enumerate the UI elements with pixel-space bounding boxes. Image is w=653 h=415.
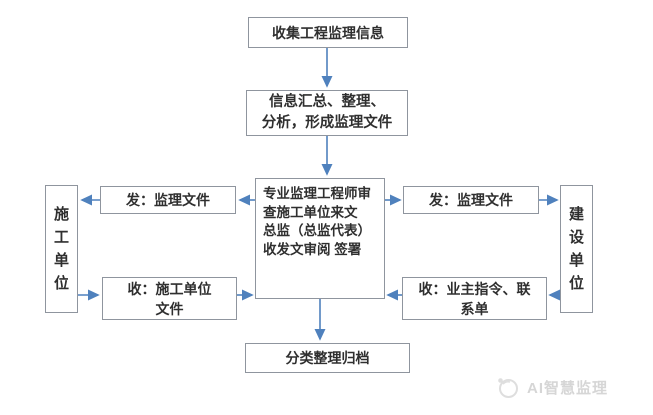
watermark-label: AI智慧监理 <box>527 379 609 397</box>
node-receive-contractor-docs: 收：施工单位 文件 <box>102 277 237 320</box>
node-receive-owner-docs: 收：业主指令、联 系单 <box>402 277 547 320</box>
node-collect-info: 收集工程监理信息 <box>248 17 408 48</box>
node-contractor-unit: 施 工 单 位 <box>45 185 78 313</box>
node-send-docs-left: 发：监理文件 <box>100 186 236 214</box>
node-send-docs-right: 发：监理文件 <box>403 186 539 214</box>
node-archive: 分类整理归档 <box>245 343 410 373</box>
node-review-sign: 专业监理工程师审 查施工单位来文 总监（总监代表） 收发文审阅 签署 <box>255 178 385 299</box>
node-client-unit: 建 设 单 位 <box>560 185 593 313</box>
ai-wisdom-logo-icon <box>498 378 518 398</box>
node-summarize-info: 信息汇总、整理、 分析，形成监理文件 <box>246 90 408 136</box>
watermark: AI智慧监理 <box>496 374 608 400</box>
